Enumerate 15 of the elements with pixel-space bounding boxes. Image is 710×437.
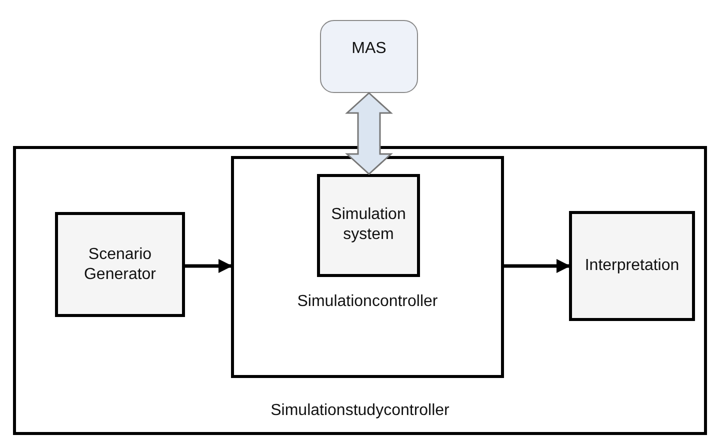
container-box: [13, 146, 707, 435]
process-box: [55, 212, 185, 317]
container-box: [231, 156, 504, 378]
node-label: Simulationstudycontroller: [270, 401, 450, 421]
node-label: Interpretation: [584, 256, 680, 276]
process-box: [317, 174, 420, 277]
node-label: Simulationcontroller: [296, 292, 439, 312]
node-label: MAS: [350, 39, 388, 59]
double-arrow: [345, 92, 393, 176]
node-label: Simulation system: [330, 205, 407, 245]
arrow: [185, 259, 232, 273]
arrow: [504, 259, 570, 273]
process-box: [569, 211, 695, 321]
node-label: Scenario Generator: [82, 245, 158, 285]
agent-system-box: [320, 20, 418, 93]
